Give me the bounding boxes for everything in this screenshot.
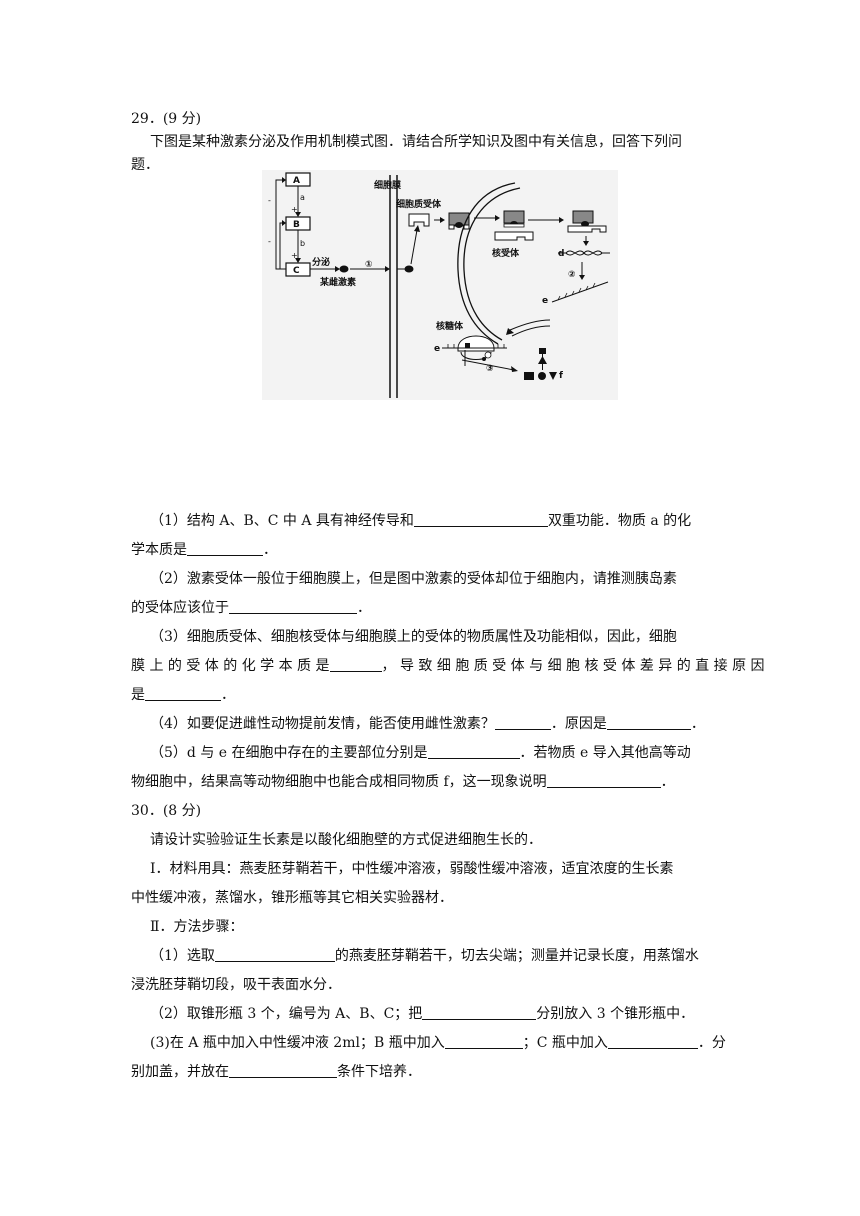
plus-a: + bbox=[291, 205, 298, 214]
q29-heading: 29．(9 分) bbox=[131, 111, 202, 127]
secrete-label: 分泌 bbox=[312, 256, 330, 268]
cyto-receptor-label: 细胞质受体 bbox=[396, 198, 442, 210]
q29-p5-line-2: 物细胞中，结果高等动物细胞中也能合成相同物质 f，这一现象说明． bbox=[131, 773, 675, 790]
q30-step2: （2）取锥形瓶 3 个，编号为 A、B、C；把分别放入 3 个锥形瓶中． bbox=[150, 1005, 695, 1022]
label-a: a bbox=[300, 193, 305, 202]
answer-blank[interactable] bbox=[427, 744, 520, 759]
label-e-top: e bbox=[542, 296, 548, 306]
answer-blank[interactable] bbox=[329, 657, 382, 672]
q29-p2-line-2: 的受体应该位于． bbox=[131, 599, 371, 616]
q29-p1-line-1: （1）结构 A、B、C 中 A 具有神经传导和双重功能．物质 a 的化 bbox=[150, 512, 692, 529]
membrane-label: 细胞膜 bbox=[374, 179, 402, 191]
q29-intro-line-1: 下图是某种激素分泌及作用机制模式图．请结合所学知识及图中有关信息，回答下列问 bbox=[150, 134, 682, 150]
q30-intro: 请设计实验验证生长素是以酸化细胞壁的方式促进细胞生长的． bbox=[150, 832, 542, 848]
step-3: ③ bbox=[486, 364, 494, 374]
label-e-bottom: e bbox=[434, 344, 440, 354]
box-c-label: C bbox=[293, 266, 300, 276]
q30-steps-heading: Ⅱ．方法步骤： bbox=[150, 919, 244, 935]
plus-b: + bbox=[291, 251, 298, 260]
q29-p3-line-1: （3）细胞质受体、细胞核受体与细胞膜上的受体的物质属性及功能相似，因此，细胞 bbox=[150, 629, 677, 645]
nuclear-receptor-label: 核受体 bbox=[492, 247, 520, 259]
answer-blank[interactable] bbox=[413, 512, 548, 527]
q30-step1-line-2: 浸洗胚芽鞘切段，吸干表面水分． bbox=[131, 977, 341, 993]
minus-2: - bbox=[268, 237, 271, 246]
step-2: ② bbox=[568, 270, 576, 280]
q29-p1-line-2: 学本质是． bbox=[131, 541, 277, 558]
answer-blank[interactable] bbox=[494, 715, 551, 730]
answer-blank[interactable] bbox=[145, 686, 221, 701]
answer-blank[interactable] bbox=[444, 1034, 523, 1049]
answer-blank[interactable] bbox=[229, 599, 357, 614]
q30-materials-line-2: 中性缓冲液，蒸馏水，锥形瓶等其它相关实验器材． bbox=[131, 890, 453, 906]
label-d: d bbox=[558, 249, 564, 259]
hormone-molecule bbox=[339, 265, 349, 273]
minus-1: - bbox=[268, 196, 271, 205]
label-f: f bbox=[559, 371, 563, 381]
q29-intro-line-2: 题． bbox=[131, 157, 159, 173]
q29-p4-line-1: （4）如要促进雌性动物提前发情，能否使用雌性激素？．原因是． bbox=[150, 715, 705, 732]
box-b-label: B bbox=[293, 220, 300, 230]
q30-step3-line-1: (3)在 A 瓶中加入中性缓冲液 2ml；B 瓶中加入；C 瓶中加入．分 bbox=[150, 1034, 726, 1051]
q30-materials-line-1: Ⅰ．材料用具：燕麦胚芽鞘若干，中性缓冲溶液，弱酸性缓冲溶液，适宜浓度的生长素 bbox=[150, 861, 674, 877]
answer-blank[interactable] bbox=[229, 1063, 337, 1078]
q29-p3-line-2: 膜 上 的 受 体 的 化 学 本 质 是， 导 致 细 胞 质 受 体 与 细… bbox=[131, 657, 765, 674]
hormone-mechanism-diagram: A B C a + b + - - 分泌 bbox=[262, 170, 618, 400]
step-1: ① bbox=[365, 260, 373, 270]
answer-blank[interactable] bbox=[214, 947, 335, 962]
box-a-label: A bbox=[293, 176, 300, 186]
q29-p2-line-1: （2）激素受体一般位于细胞膜上，但是图中激素的受体却位于细胞内，请推测胰岛素 bbox=[150, 571, 677, 587]
answer-blank[interactable] bbox=[607, 1034, 698, 1049]
ribosome-label: 核糖体 bbox=[436, 320, 464, 332]
q30-step3-line-2: 别加盖，并放在条件下培养． bbox=[131, 1063, 421, 1080]
label-b: b bbox=[300, 239, 305, 248]
hormone-label: 某雌激素 bbox=[320, 276, 356, 288]
q29-p3-line-3: 是． bbox=[131, 686, 235, 703]
answer-blank[interactable] bbox=[546, 773, 661, 788]
answer-blank[interactable] bbox=[606, 715, 691, 730]
q30-step1-line-1: （1）选取的燕麦胚芽鞘若干，切去尖端；测量并记录长度，用蒸馏水 bbox=[150, 947, 699, 964]
q29-p5-line-1: （5）d 与 e 在细胞中存在的主要部位分别是．若物质 e 导入其他高等动 bbox=[150, 744, 691, 761]
answer-blank[interactable] bbox=[422, 1005, 537, 1020]
answer-blank[interactable] bbox=[187, 541, 263, 556]
q30-heading: 30．(8 分) bbox=[131, 803, 202, 819]
